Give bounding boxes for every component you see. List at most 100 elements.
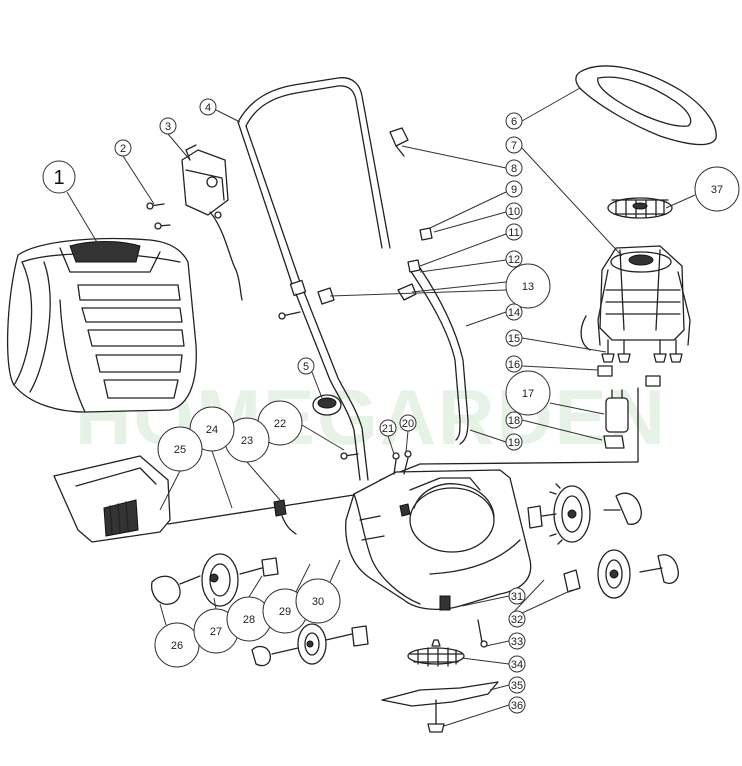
front-right-wheel — [563, 549, 679, 599]
lower-handle-left — [295, 291, 369, 481]
callout-30: 30 — [295, 578, 341, 624]
callout-22: 22 — [257, 400, 303, 446]
upper-handle — [237, 77, 391, 297]
power-cable — [167, 452, 361, 535]
callout-9: 9 — [505, 180, 523, 198]
callout-number: 25 — [174, 444, 186, 456]
callout-number: 14 — [508, 307, 520, 319]
blade-assembly — [381, 619, 499, 733]
callout-number: 30 — [312, 596, 324, 608]
callout-circle — [505, 411, 523, 429]
callout-11: 11 — [505, 223, 523, 241]
callout-23: 23 — [224, 417, 270, 463]
callout-32: 32 — [508, 610, 526, 628]
callout-number: 31 — [511, 591, 523, 603]
callout-number: 2 — [120, 143, 126, 155]
handle-knob — [312, 394, 342, 416]
callout-number: 3 — [165, 121, 171, 133]
callout-number: 8 — [511, 163, 517, 175]
callout-1: 1 — [42, 160, 76, 194]
callout-circle — [199, 98, 217, 116]
callout-33: 33 — [508, 632, 526, 650]
callout-circle — [508, 696, 526, 714]
callout-21: 21 — [379, 419, 397, 437]
callout-circle — [42, 160, 76, 194]
callout-number: 10 — [508, 206, 520, 218]
callout-3: 3 — [159, 117, 177, 135]
callout-group: 1234567891011121314151617181920212223242… — [42, 98, 740, 714]
callout-circle — [505, 263, 551, 309]
callout-number: 13 — [522, 281, 534, 293]
motor-top-cover — [575, 65, 717, 146]
callout-number: 11 — [508, 227, 519, 239]
callout-34: 34 — [508, 655, 526, 673]
callout-8: 8 — [505, 159, 523, 177]
callout-number: 37 — [711, 184, 723, 196]
callout-number: 12 — [508, 254, 520, 266]
callout-number: 24 — [206, 424, 218, 436]
callout-16: 16 — [505, 355, 523, 373]
callout-19: 19 — [505, 433, 523, 451]
callout-circle — [505, 159, 523, 177]
callout-12: 12 — [505, 250, 523, 268]
callout-31: 31 — [508, 587, 526, 605]
callout-number: 27 — [210, 626, 222, 638]
callout-number: 1 — [53, 167, 64, 189]
callout-circle — [508, 655, 526, 673]
callout-circle — [505, 202, 523, 220]
electric-motor — [580, 245, 691, 351]
callout-number: 16 — [508, 359, 520, 371]
callout-26: 26 — [154, 622, 200, 668]
callout-36: 36 — [508, 696, 526, 714]
callout-number: 15 — [508, 333, 520, 345]
callout-number: 5 — [303, 361, 309, 373]
handle-fasteners — [278, 127, 433, 320]
callout-circle — [505, 250, 523, 268]
rear-left-wheel — [150, 553, 279, 607]
callout-circle — [505, 223, 523, 241]
callout-number: 19 — [508, 437, 520, 449]
callout-circle — [114, 139, 132, 157]
callout-15: 15 — [505, 329, 523, 347]
callout-4: 4 — [199, 98, 217, 116]
callout-number: 20 — [402, 418, 414, 430]
grass-catcher-bag — [6, 237, 197, 413]
callout-circle — [508, 632, 526, 650]
screw-set — [146, 202, 171, 230]
callout-18: 18 — [505, 411, 523, 429]
rear-flap — [53, 455, 171, 543]
callout-circle — [157, 426, 203, 472]
callout-6: 6 — [505, 112, 523, 130]
callout-35: 35 — [508, 676, 526, 694]
callout-circle — [505, 112, 523, 130]
callout-circle — [505, 180, 523, 198]
callout-circle — [505, 355, 523, 373]
callout-number: 34 — [511, 659, 523, 671]
rear-right-wheel — [527, 483, 642, 545]
callout-number: 32 — [511, 614, 523, 626]
callout-number: 9 — [511, 184, 517, 196]
callout-circle — [505, 370, 551, 416]
callout-number: 21 — [382, 423, 394, 435]
callout-circle — [159, 117, 177, 135]
callout-number: 6 — [511, 116, 517, 128]
callout-10: 10 — [505, 202, 523, 220]
callout-circle — [505, 433, 523, 451]
callout-number: 17 — [522, 388, 534, 400]
callout-number: 35 — [511, 680, 523, 692]
cooling-fan — [607, 197, 673, 219]
callout-circle — [399, 414, 417, 432]
capacitor — [603, 389, 629, 449]
callout-37: 37 — [694, 166, 740, 212]
callout-number: 23 — [241, 435, 253, 447]
callout-number: 36 — [511, 700, 523, 712]
switch-box — [181, 144, 243, 301]
mower-deck — [345, 450, 532, 611]
callout-circle — [505, 329, 523, 347]
callout-circle — [505, 303, 523, 321]
callout-17: 17 — [505, 370, 551, 416]
callout-14: 14 — [505, 303, 523, 321]
callout-circle — [295, 578, 341, 624]
callout-number: 7 — [511, 140, 517, 152]
